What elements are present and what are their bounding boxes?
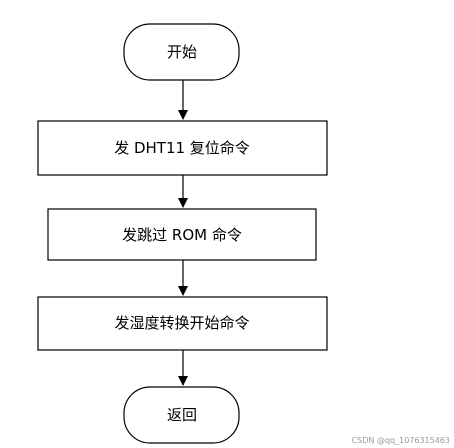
end-terminal-label: 返回 xyxy=(167,406,197,424)
start-terminal-label: 开始 xyxy=(167,43,197,61)
end-terminal xyxy=(123,386,240,444)
process-box-dht11-reset xyxy=(37,120,328,176)
process-box-humidity-start xyxy=(37,296,328,351)
start-terminal xyxy=(123,23,240,81)
csdn-watermark: CSDN @qq_10763154​63 xyxy=(351,436,450,445)
process-label-humidity-start: 发湿度转换开始命令 xyxy=(114,314,249,332)
process-label-dht11-reset: 发 DHT11 复位命令 xyxy=(114,139,250,157)
process-label-skip-rom: 发跳过 ROM 命令 xyxy=(122,226,242,244)
process-box-skip-rom xyxy=(47,208,317,261)
